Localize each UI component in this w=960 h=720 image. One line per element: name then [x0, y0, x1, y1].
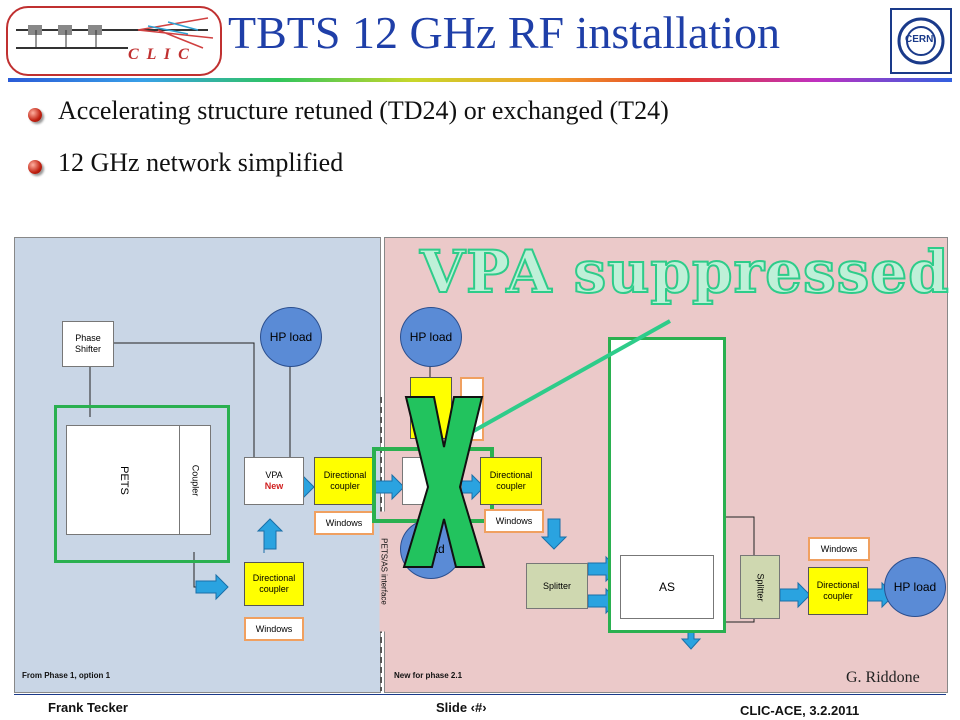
windows-4: Windows [808, 537, 870, 561]
directional-coupler-2: Directional coupler [244, 562, 304, 606]
hp-load-top-right: HP load [400, 307, 462, 367]
clic-logo: C L I C [6, 6, 222, 76]
removal-overlay [402, 319, 671, 568]
left-caption: From Phase 1, option 1 [22, 671, 111, 680]
windows-1: Windows [314, 511, 374, 535]
credit: G. Riddone [846, 669, 920, 687]
pets-group [54, 405, 230, 563]
footer-author: Frank Tecker [48, 700, 128, 715]
cern-logo-graphic [897, 17, 945, 65]
directional-coupler-3: Directional coupler [480, 457, 542, 505]
clic-logo-graphic [16, 17, 214, 49]
hp-load-left: HP load [260, 307, 322, 367]
hp-load-right: HP load [884, 557, 946, 617]
rf-network-diagram: Phase Shifter PETS Coupler HP load VPA N… [14, 237, 948, 693]
phase-shifter: Phase Shifter [62, 321, 114, 367]
bullet-text-1: Accelerating structure retuned (TD24) or… [58, 96, 669, 125]
splitter-left: Splitter [526, 563, 588, 609]
pets-coupler: Coupler [179, 425, 211, 535]
bullet-icon [28, 108, 42, 122]
bullet-text-2: 12 GHz network simplified [58, 148, 344, 177]
clic-logo-text: C L I C [128, 46, 191, 63]
footer-event: CLIC-ACE, 3.2.2011 [740, 703, 860, 718]
right-caption: New for phase 2.1 [394, 671, 463, 680]
footer-line [14, 694, 946, 695]
cern-logo-text: CERN [905, 34, 934, 45]
pets-block: PETS [66, 425, 180, 535]
splitter-right: Splitter [740, 555, 780, 619]
vpa-new-label: New [264, 481, 284, 491]
slide-title: TBTS 12 GHz RF installation [228, 7, 780, 58]
directional-coupler-1: Directional coupler [314, 457, 376, 505]
pointer-line [469, 319, 671, 435]
cern-logo: CERN [890, 8, 952, 74]
footer-slide: Slide ‹#› [436, 700, 487, 715]
red-cross-icon [402, 396, 486, 568]
title-underline [8, 78, 952, 82]
bullet-icon [28, 160, 42, 174]
as-block: AS [620, 555, 714, 619]
vpa-suppressed-label: VPA suppressed [419, 237, 950, 307]
windows-3: Windows [484, 509, 544, 533]
vpa-label: VPA [265, 470, 283, 480]
directional-coupler-4: Directional coupler [808, 567, 868, 615]
vpa-box: VPA New [244, 457, 304, 505]
windows-2: Windows [244, 617, 304, 641]
